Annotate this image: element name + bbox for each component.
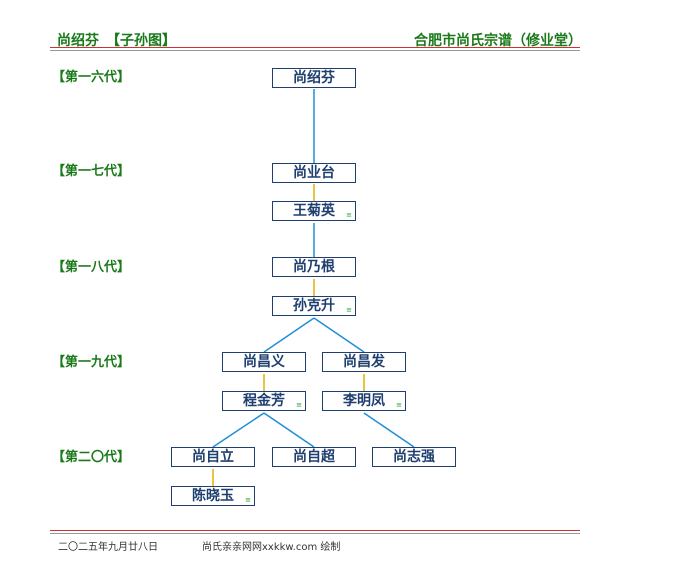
generation-label-16: 【第一六代】 <box>52 70 131 85</box>
person-box[interactable]: 尚业台 <box>272 163 356 183</box>
person-name: 尚自超 <box>293 449 335 465</box>
person-name: 尚绍芬 <box>293 70 335 86</box>
person-box[interactable]: 尚自超 <box>272 447 356 467</box>
person-name: 尚志强 <box>393 449 435 465</box>
person-name: 尚昌发 <box>343 354 385 370</box>
header-rule-red <box>50 47 580 48</box>
person-box[interactable]: 尚乃根 <box>272 257 356 277</box>
generation-label-20: 【第二〇代】 <box>52 450 131 465</box>
person-name: 王菊英 <box>293 203 335 219</box>
generation-label-19: 【第一九代】 <box>52 355 131 370</box>
spouse-mark-icon: ≡ <box>296 401 302 409</box>
spouse-mark-icon: ≡ <box>245 496 251 504</box>
line-p9-p12 <box>363 412 415 448</box>
line-p8-p11 <box>263 412 315 448</box>
generation-label-17: 【第一七代】 <box>52 164 131 179</box>
spouse-box[interactable]: 孙克升 ≡ <box>272 296 356 316</box>
person-box[interactable]: 尚志强 <box>372 447 456 467</box>
person-name: 程金芳 <box>243 393 285 409</box>
person-name: 陈晓玉 <box>192 488 234 504</box>
header-rule-gray <box>50 50 580 51</box>
line-p5-p6 <box>263 317 315 353</box>
genealogy-title: 合肥市尚氏宗谱（修业堂） <box>414 33 582 49</box>
footer-rule-red <box>50 530 580 531</box>
person-name: 孙克升 <box>293 298 335 314</box>
person-box[interactable]: 尚绍芬 <box>272 68 356 88</box>
person-name: 尚自立 <box>192 449 234 465</box>
page-title: 尚绍芬 【子孙图】 <box>57 33 176 49</box>
line-p5-p7 <box>313 317 365 353</box>
person-box[interactable]: 尚昌义 <box>222 352 306 372</box>
person-box[interactable]: 尚昌发 <box>322 352 406 372</box>
footer-credit: 尚氏亲亲网网xxkkw.com 绘制 <box>202 542 341 553</box>
person-name: 尚乃根 <box>293 259 335 275</box>
spouse-box[interactable]: 李明凤 ≡ <box>322 391 406 411</box>
spouse-box[interactable]: 王菊英 ≡ <box>272 201 356 221</box>
person-name: 李明凤 <box>343 393 385 409</box>
spouse-box[interactable]: 程金芳 ≡ <box>222 391 306 411</box>
line-p8-p10 <box>212 412 265 448</box>
person-name: 尚昌义 <box>243 354 285 370</box>
person-box[interactable]: 尚自立 <box>171 447 255 467</box>
spouse-mark-icon: ≡ <box>346 211 352 219</box>
footer-date: 二〇二五年九月廿八日 <box>58 542 158 553</box>
spouse-mark-icon: ≡ <box>346 306 352 314</box>
footer-rule-gray <box>50 533 580 534</box>
spouse-box[interactable]: 陈晓玉 ≡ <box>171 486 255 506</box>
generation-label-18: 【第一八代】 <box>52 260 131 275</box>
person-name: 尚业台 <box>293 165 335 181</box>
spouse-mark-icon: ≡ <box>396 401 402 409</box>
